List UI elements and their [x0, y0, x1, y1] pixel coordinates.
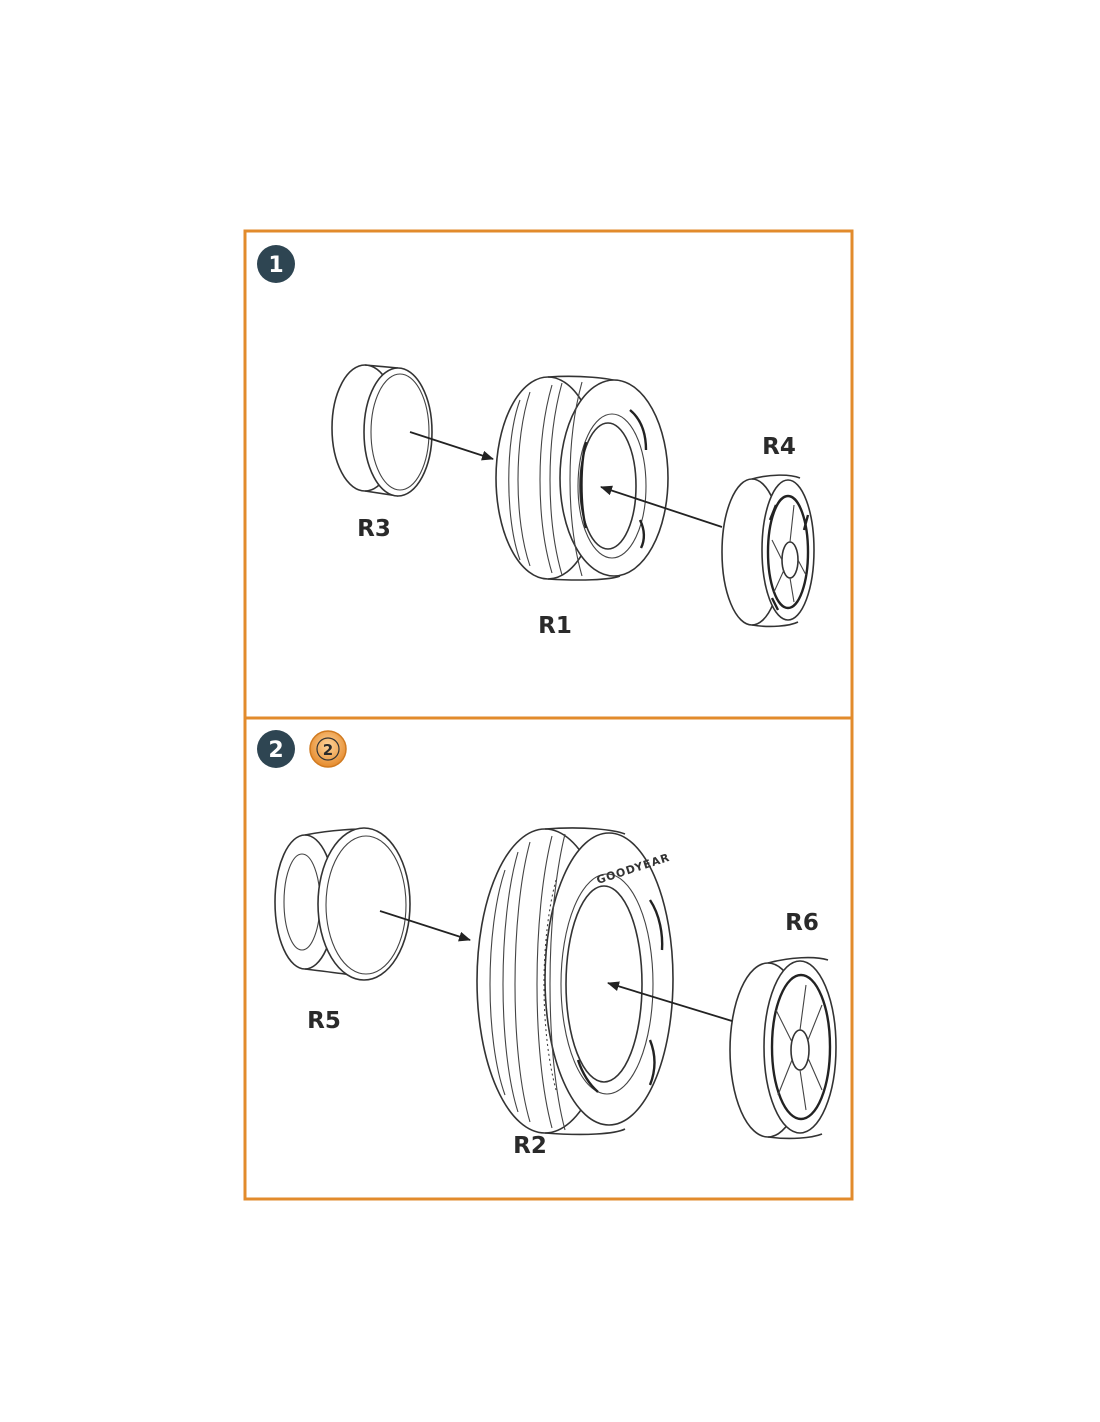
wheel-hub-r6 — [729, 956, 837, 1140]
part-label-r3: R3 — [357, 516, 391, 542]
option-number-badge: 2 — [309, 730, 347, 768]
assembly-arrow-icon — [409, 431, 494, 461]
part-label-r5: R5 — [307, 1008, 341, 1034]
step-2-number: 2 — [268, 738, 283, 763]
tyre-r1 — [495, 375, 669, 581]
tyre-r2: GOODYEAR — [476, 827, 674, 1136]
assembly-arrow-icon — [379, 910, 471, 942]
step-number-badge: 2 — [257, 730, 295, 768]
assembly-arrow-icon — [607, 981, 733, 1022]
step-number-badge: 1 — [257, 245, 295, 283]
part-label-r4: R4 — [762, 434, 796, 460]
part-label-r1: R1 — [538, 613, 572, 639]
part-label-r2: R2 — [513, 1133, 547, 1159]
hub-cap-r5 — [274, 827, 411, 981]
wheel-hub-r4 — [721, 474, 815, 628]
assembly-arrow-icon — [600, 485, 723, 528]
option-number: 2 — [323, 741, 333, 759]
part-label-r6: R6 — [785, 910, 819, 936]
step-1-number: 1 — [268, 253, 283, 278]
hub-cap-r3 — [331, 364, 433, 497]
